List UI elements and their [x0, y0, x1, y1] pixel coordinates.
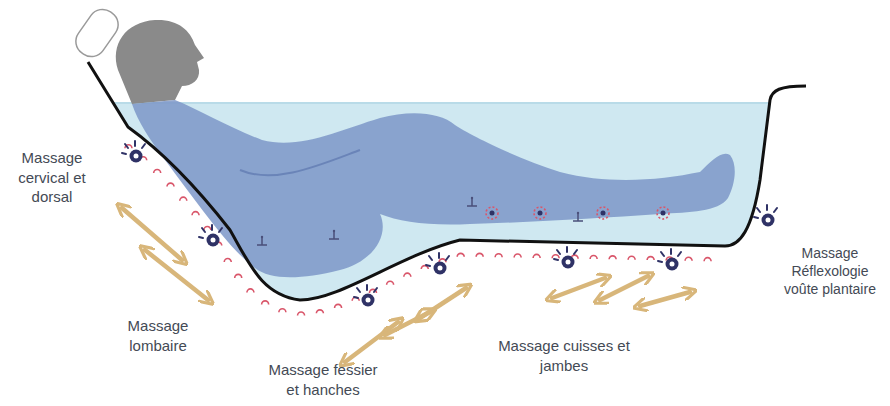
zone-label: Massage lombaire — [108, 316, 208, 355]
zone-label: Massage cuisses et jambes — [498, 336, 630, 375]
jet-arc — [224, 259, 231, 263]
jet-arc — [476, 253, 483, 256]
zone-label: Massage Réflexologie voûte plantaire — [774, 244, 886, 299]
jet-arc — [533, 254, 540, 258]
water-jet-arcs — [125, 145, 711, 316]
jet-arc — [154, 170, 161, 173]
jet-arc — [279, 309, 286, 312]
jet-arc — [262, 301, 269, 304]
jet-arc — [609, 256, 616, 259]
jet-arc — [204, 227, 211, 230]
jet-arc — [387, 281, 394, 285]
jet-arc — [704, 258, 711, 261]
jet-arc — [335, 304, 342, 308]
zone-label: Massage fessier et hanches — [262, 360, 384, 399]
jet-arc — [628, 256, 635, 259]
jet-arc — [590, 256, 597, 260]
head — [116, 20, 204, 104]
jet-arc — [552, 255, 559, 259]
jet-arc — [685, 257, 692, 261]
jet-arc — [647, 257, 654, 261]
jet-arc — [192, 212, 199, 215]
jet-arc — [457, 253, 464, 257]
jet-arc — [514, 254, 521, 257]
jet-arc — [247, 289, 254, 293]
bathtub-outline — [88, 62, 806, 300]
jet-arc — [235, 274, 242, 278]
jet-arc — [298, 312, 305, 316]
zone-label: Massage cervical et dorsal — [4, 148, 100, 207]
body-silhouette — [132, 100, 735, 277]
headrest — [70, 4, 123, 62]
jet-arc — [495, 254, 502, 258]
jet-arc — [404, 273, 411, 276]
jet-arc — [167, 183, 174, 186]
jet-arc — [316, 310, 323, 313]
water-surface — [113, 102, 771, 104]
arm — [240, 150, 360, 175]
jet-arc — [180, 197, 187, 201]
jet-track — [122, 142, 725, 314]
